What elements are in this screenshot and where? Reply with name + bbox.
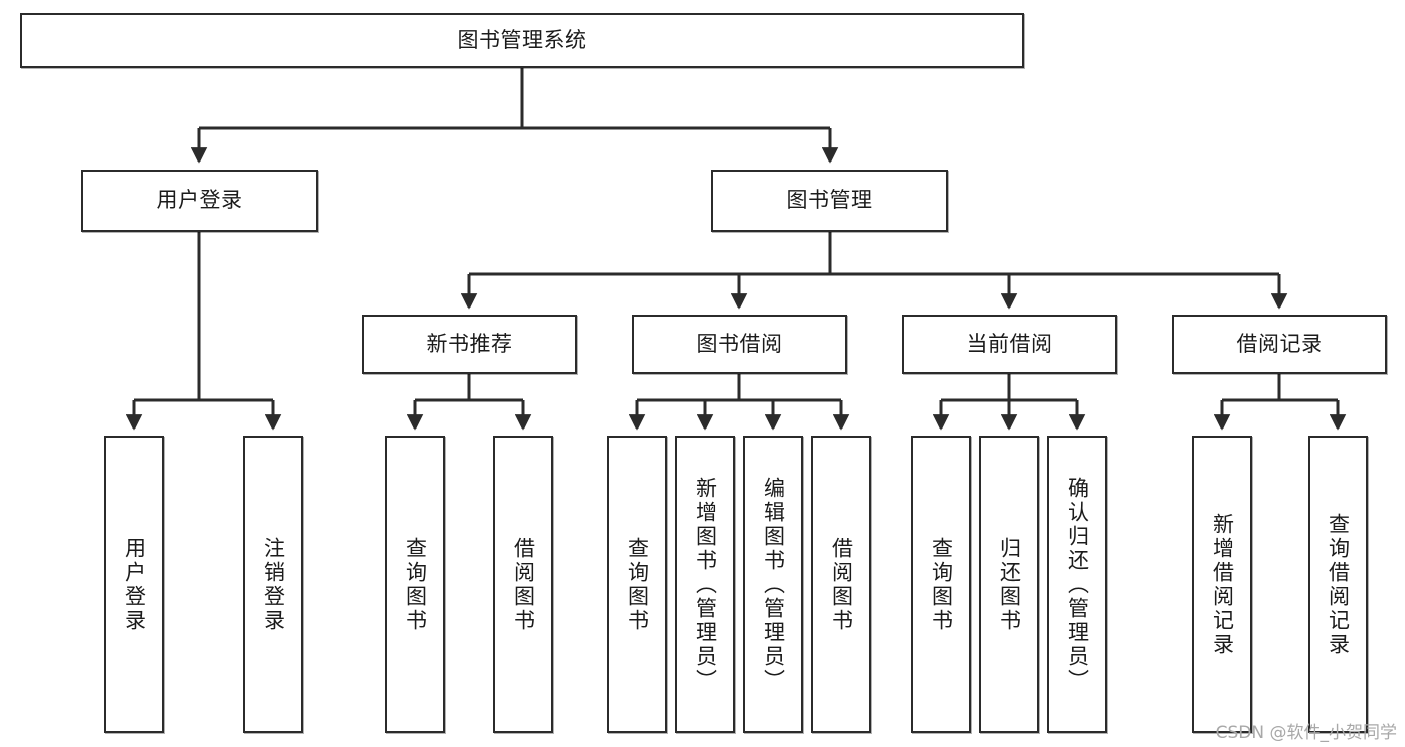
node-label: 查询图书 bbox=[625, 536, 650, 633]
node-leaf-edit-book[interactable]: 编辑图书（管理员） bbox=[743, 436, 803, 733]
node-label: 新增借阅记录 bbox=[1210, 512, 1235, 657]
node-label: 图书管理 bbox=[786, 188, 873, 213]
node-label: 图书借阅 bbox=[696, 331, 783, 356]
node-label: 当前借阅 bbox=[966, 331, 1053, 356]
node-label: 借阅记录 bbox=[1236, 331, 1323, 356]
node-label: 归还图书 bbox=[997, 536, 1022, 633]
node-leaf-query-book-current[interactable]: 查询图书 bbox=[911, 436, 971, 733]
node-leaf-borrow-book-recommend[interactable]: 借阅图书 bbox=[493, 436, 553, 733]
node-label: 借阅图书 bbox=[511, 536, 536, 633]
node-label: 确认归还（管理员） bbox=[1065, 476, 1090, 693]
node-label: 用户登录 bbox=[156, 188, 243, 213]
node-label: 查询图书 bbox=[929, 536, 954, 633]
node-label: 查询图书 bbox=[403, 536, 428, 633]
node-leaf-confirm-return[interactable]: 确认归还（管理员） bbox=[1047, 436, 1107, 733]
node-label: 注销登录 bbox=[261, 536, 286, 633]
node-label: 查询借阅记录 bbox=[1326, 512, 1351, 657]
node-leaf-query-book-recommend[interactable]: 查询图书 bbox=[385, 436, 445, 733]
node-leaf-return-book[interactable]: 归还图书 bbox=[979, 436, 1039, 733]
node-leaf-query-borrow-record[interactable]: 查询借阅记录 bbox=[1308, 436, 1368, 733]
node-label: 用户登录 bbox=[122, 536, 147, 633]
node-label: 编辑图书（管理员） bbox=[761, 476, 786, 693]
node-label: 新书推荐 bbox=[426, 331, 513, 356]
node-current-borrow[interactable]: 当前借阅 bbox=[902, 315, 1117, 374]
node-book-borrow[interactable]: 图书借阅 bbox=[632, 315, 847, 374]
node-label: 借阅图书 bbox=[829, 536, 854, 633]
node-user-login[interactable]: 用户登录 bbox=[81, 170, 318, 232]
node-leaf-add-borrow-record[interactable]: 新增借阅记录 bbox=[1192, 436, 1252, 733]
node-root-book-management-system[interactable]: 图书管理系统 bbox=[20, 13, 1024, 68]
node-leaf-add-book[interactable]: 新增图书（管理员） bbox=[675, 436, 735, 733]
node-borrow-record[interactable]: 借阅记录 bbox=[1172, 315, 1387, 374]
csdn-watermark: CSDN @软件_小贺同学 bbox=[1215, 723, 1397, 743]
node-leaf-user-login[interactable]: 用户登录 bbox=[104, 436, 164, 733]
node-label: 新增图书（管理员） bbox=[693, 476, 718, 693]
node-leaf-borrow-book[interactable]: 借阅图书 bbox=[811, 436, 871, 733]
node-label: 图书管理系统 bbox=[457, 27, 587, 52]
node-leaf-logout-login[interactable]: 注销登录 bbox=[243, 436, 303, 733]
node-leaf-query-book-borrow[interactable]: 查询图书 bbox=[607, 436, 667, 733]
node-book-management[interactable]: 图书管理 bbox=[711, 170, 948, 232]
node-new-book-recommend[interactable]: 新书推荐 bbox=[362, 315, 577, 374]
